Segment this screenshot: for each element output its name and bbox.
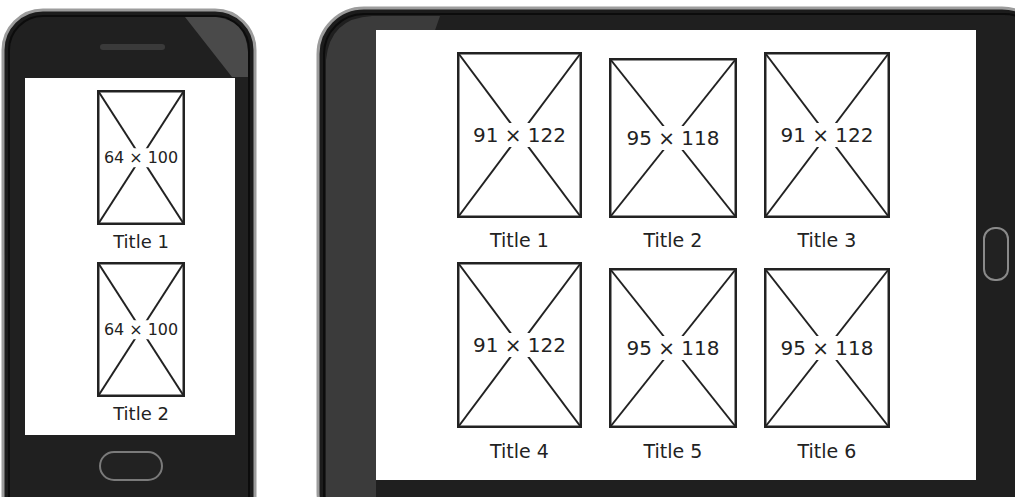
placeholder-diagonal [766,270,889,427]
image-title: Title 5 [644,441,703,462]
dimension-label: 91 × 122 [471,333,568,357]
placeholder-frame [458,263,581,427]
tablet-body [318,8,1015,497]
placeholder-frame [98,91,184,224]
dimension-label: 91 × 122 [471,123,568,147]
phone-body [3,10,255,497]
placeholder-diagonal [611,270,736,427]
placeholder-frame [98,263,184,396]
image-placeholder: 64 × 100Title 1 [97,90,185,225]
placeholder-diagonal [766,270,889,427]
placeholder-diagonal [99,264,184,396]
placeholder-diagonal [766,54,889,217]
phone-home-button [100,452,162,480]
image-placeholder: 95 × 118Title 6 [764,268,890,428]
phone-screen [25,78,235,435]
tablet-rim [324,14,1015,497]
dimension-label: 95 × 118 [624,126,721,150]
image-title: Title 6 [798,441,857,462]
placeholder-frame [458,53,581,217]
image-title: Title 2 [113,404,169,424]
phone-gloss [185,17,248,77]
image-placeholder: 95 × 118Title 2 [609,58,737,218]
phone-rim [9,16,249,497]
image-title: Title 3 [798,230,857,251]
placeholder-diagonal [459,54,581,217]
phone [3,10,255,497]
tablet [318,8,1015,497]
dimension-label: 91 × 122 [778,123,875,147]
image-title: Title 4 [490,441,549,462]
placeholder-diagonal [611,60,736,217]
placeholder-diagonal [766,54,889,217]
placeholder-frame [765,53,889,217]
tablet-screen [376,30,976,480]
image-placeholder: 64 × 100Title 2 [97,262,185,397]
image-title: Title 1 [113,232,169,252]
placeholder-diagonal [99,92,184,224]
placeholder-diagonal [99,264,184,396]
dimension-label: 95 × 118 [778,336,875,360]
placeholder-frame [610,269,736,427]
dimension-label: 95 × 118 [624,336,721,360]
image-title: Title 1 [490,230,549,251]
placeholder-diagonal [611,60,736,217]
dimension-label: 64 × 100 [102,320,180,340]
placeholder-frame [610,59,736,217]
image-placeholder: 91 × 122Title 4 [457,262,582,428]
placeholder-diagonal [459,54,581,217]
image-placeholder: 95 × 118Title 5 [609,268,737,428]
dimension-label: 64 × 100 [102,148,180,168]
placeholder-diagonal [459,264,581,427]
placeholder-diagonal [99,92,184,224]
image-placeholder: 91 × 122Title 1 [457,52,582,218]
phone-speaker [100,44,165,50]
placeholder-frame [765,269,889,427]
placeholder-diagonal [611,270,736,427]
tablet-home-button [984,228,1008,280]
image-title: Title 2 [644,230,703,251]
image-placeholder: 91 × 122Title 3 [764,52,890,218]
placeholder-diagonal [459,264,581,427]
